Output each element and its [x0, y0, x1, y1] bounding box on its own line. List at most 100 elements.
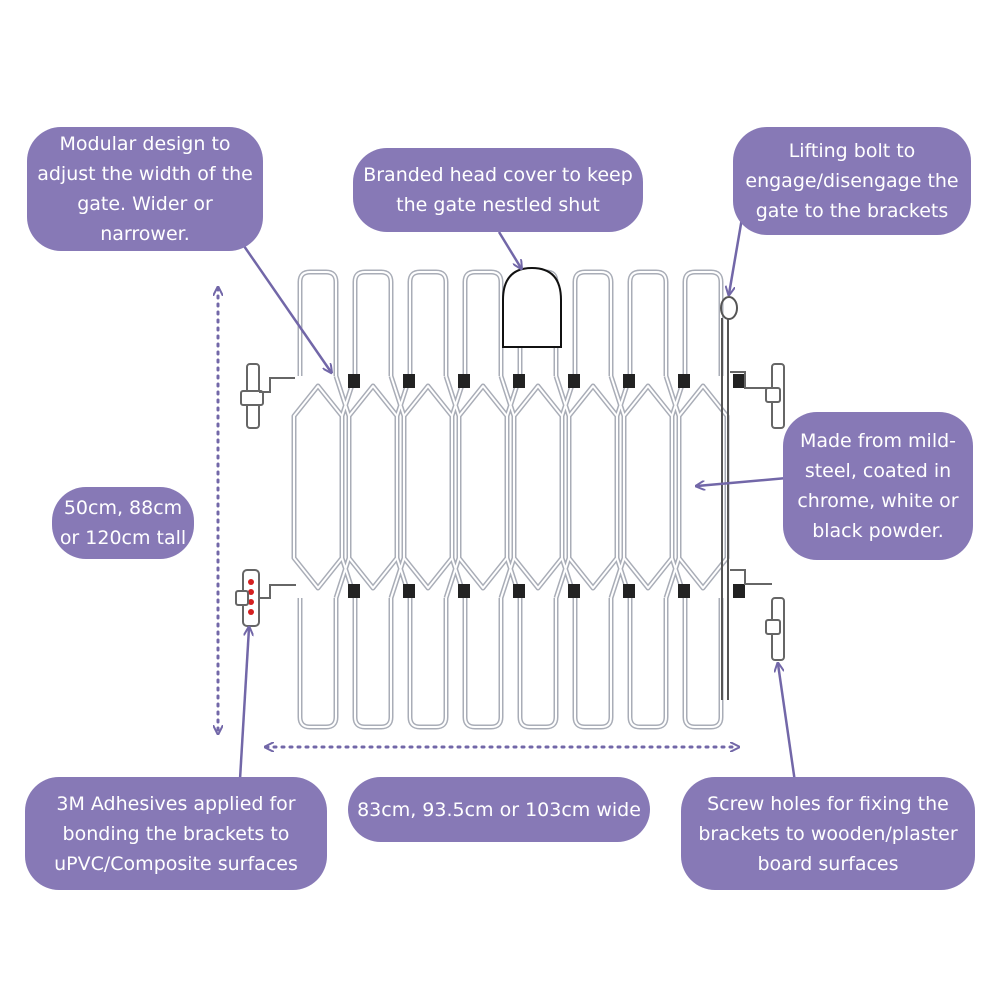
- gate-top-loop: [627, 269, 669, 376]
- gate-middle-link: [458, 385, 508, 589]
- callout-line: steel, coated in: [804, 460, 952, 482]
- gate-top-loop: [572, 269, 614, 376]
- callout-line: Lifting bolt to: [788, 140, 916, 162]
- wall-bracket-icon: [730, 363, 785, 429]
- gate-bottom-loop: [352, 598, 394, 730]
- callout-line: adjust the width of the: [37, 163, 253, 185]
- callout-line: narrower.: [100, 223, 190, 245]
- connector-clip-icon: [458, 374, 470, 388]
- gate-bottom-loop: [517, 598, 559, 730]
- callout-line: gate to the brackets: [755, 200, 949, 222]
- callout-line: Screw holes for fixing the: [707, 792, 949, 815]
- gate-bottom-loop: [629, 598, 667, 728]
- gate-middle-link: [293, 385, 343, 589]
- adhesives-callout: 3M Adhesives applied for bonding the bra…: [25, 777, 327, 890]
- connector-clip-icon: [568, 584, 580, 598]
- screw-hole-pointer: [778, 664, 799, 797]
- callout-line: chrome, white or: [797, 490, 959, 512]
- gate-middle-link: [676, 383, 730, 591]
- wall-bracket-icon: [730, 569, 785, 661]
- gate-bottom-loop: [464, 598, 502, 728]
- callout-line: uPVC/Composite surfaces: [54, 852, 298, 875]
- gate-bottom-loop: [407, 598, 449, 730]
- height-callout: 50cm, 88cm or 120cm tall: [52, 487, 194, 559]
- gate-bottom-loop: [409, 598, 447, 728]
- connector-clip-icon: [678, 374, 690, 388]
- gate-top-loop: [409, 271, 447, 376]
- gate-bottom-loop: [354, 598, 392, 728]
- callout-line: 83cm, 93.5cm or 103cm wide: [357, 798, 641, 821]
- gate-middle-link: [346, 383, 400, 591]
- callout-line: Branded head cover to keep: [363, 164, 633, 186]
- callout-line: black powder.: [812, 520, 944, 542]
- gate-middle-link: [291, 383, 345, 591]
- width-callout: 83cm, 93.5cm or 103cm wide: [348, 777, 650, 842]
- gate-bottom-loop: [572, 598, 614, 730]
- connector-clip-icon: [403, 374, 415, 388]
- callout-line: board surfaces: [757, 852, 899, 875]
- wall-bracket-icon: [240, 363, 295, 429]
- material-callout: Made from mild- steel, coated in chrome,…: [783, 412, 973, 560]
- connector-clip-icon: [348, 374, 360, 388]
- connector-clip-icon: [568, 374, 580, 388]
- gate-bottom-loop: [627, 598, 669, 730]
- gate-middle-link: [513, 385, 563, 589]
- connector-clip-icon: [513, 374, 525, 388]
- gate-middle-link: [401, 383, 455, 591]
- gate-top-loop: [297, 269, 339, 376]
- connector-clip-icon: [513, 584, 525, 598]
- gate-top-loop: [354, 271, 392, 376]
- head-cover-icon: [502, 266, 562, 348]
- connector-clip-icon: [623, 584, 635, 598]
- lifting-bolt-pointer: [729, 217, 744, 294]
- gate-bottom-loop: [684, 598, 722, 728]
- gate-top-loop: [629, 271, 667, 376]
- gate-middle-link: [621, 383, 675, 591]
- gate-bottom-loop: [462, 598, 504, 730]
- screw-holes-callout: Screw holes for fixing the brackets to w…: [681, 777, 975, 890]
- head-cover-pointer: [497, 231, 521, 268]
- connector-clip-icon: [733, 374, 745, 388]
- gate-middle-link: [566, 383, 620, 591]
- callout-line: gate. Wider or: [77, 193, 213, 215]
- gate-top-loop: [407, 269, 449, 376]
- connector-clip-icon: [678, 584, 690, 598]
- gate-bottom-loop: [299, 598, 337, 728]
- gate-top-loop: [462, 269, 504, 376]
- callout-line: engage/disengage the: [745, 170, 959, 192]
- connector-clip-icon: [458, 584, 470, 598]
- connector-clip-icon: [623, 374, 635, 388]
- gate-middle-link: [456, 383, 510, 591]
- gate-top-loop: [682, 269, 724, 376]
- callout-line: brackets to wooden/plaster: [698, 822, 958, 845]
- gate-middle-link: [511, 383, 565, 591]
- connector-clip-icon: [403, 584, 415, 598]
- material-pointer: [697, 476, 788, 486]
- callout-line: or 120cm tall: [59, 527, 187, 549]
- gate-bottom-loop: [519, 598, 557, 728]
- gate-middle-link: [623, 385, 673, 589]
- modular-design-callout: Modular design to adjust the width of th…: [27, 127, 263, 251]
- adhesive-pointer: [237, 628, 249, 797]
- lifting-bolt-icon: [720, 296, 738, 700]
- callout-line: bonding the brackets to: [62, 822, 290, 845]
- lifting-bolt-callout: Lifting bolt to engage/disengage the gat…: [733, 127, 971, 235]
- gate-top-loop: [352, 269, 394, 376]
- connector-clip-icon: [348, 584, 360, 598]
- gate-bottom-loop: [297, 598, 339, 730]
- gate-top-loop: [574, 271, 612, 376]
- gate-top-loop: [684, 271, 722, 376]
- callout-line: Modular design to: [59, 133, 231, 155]
- gate-top-loop: [464, 271, 502, 376]
- gate-middle-link: [568, 385, 618, 589]
- callout-line: 3M Adhesives applied for: [56, 792, 296, 815]
- connector-clip-icon: [733, 584, 745, 598]
- callout-line: the gate nestled shut: [396, 194, 600, 216]
- gate-top-loop: [299, 271, 337, 376]
- gate-bottom-loop: [682, 598, 724, 730]
- modular-pointer: [242, 245, 331, 372]
- callout-line: Made from mild-: [799, 430, 957, 452]
- head-cover-callout: Branded head cover to keep the gate nest…: [353, 148, 643, 232]
- connector-clips: [348, 374, 745, 598]
